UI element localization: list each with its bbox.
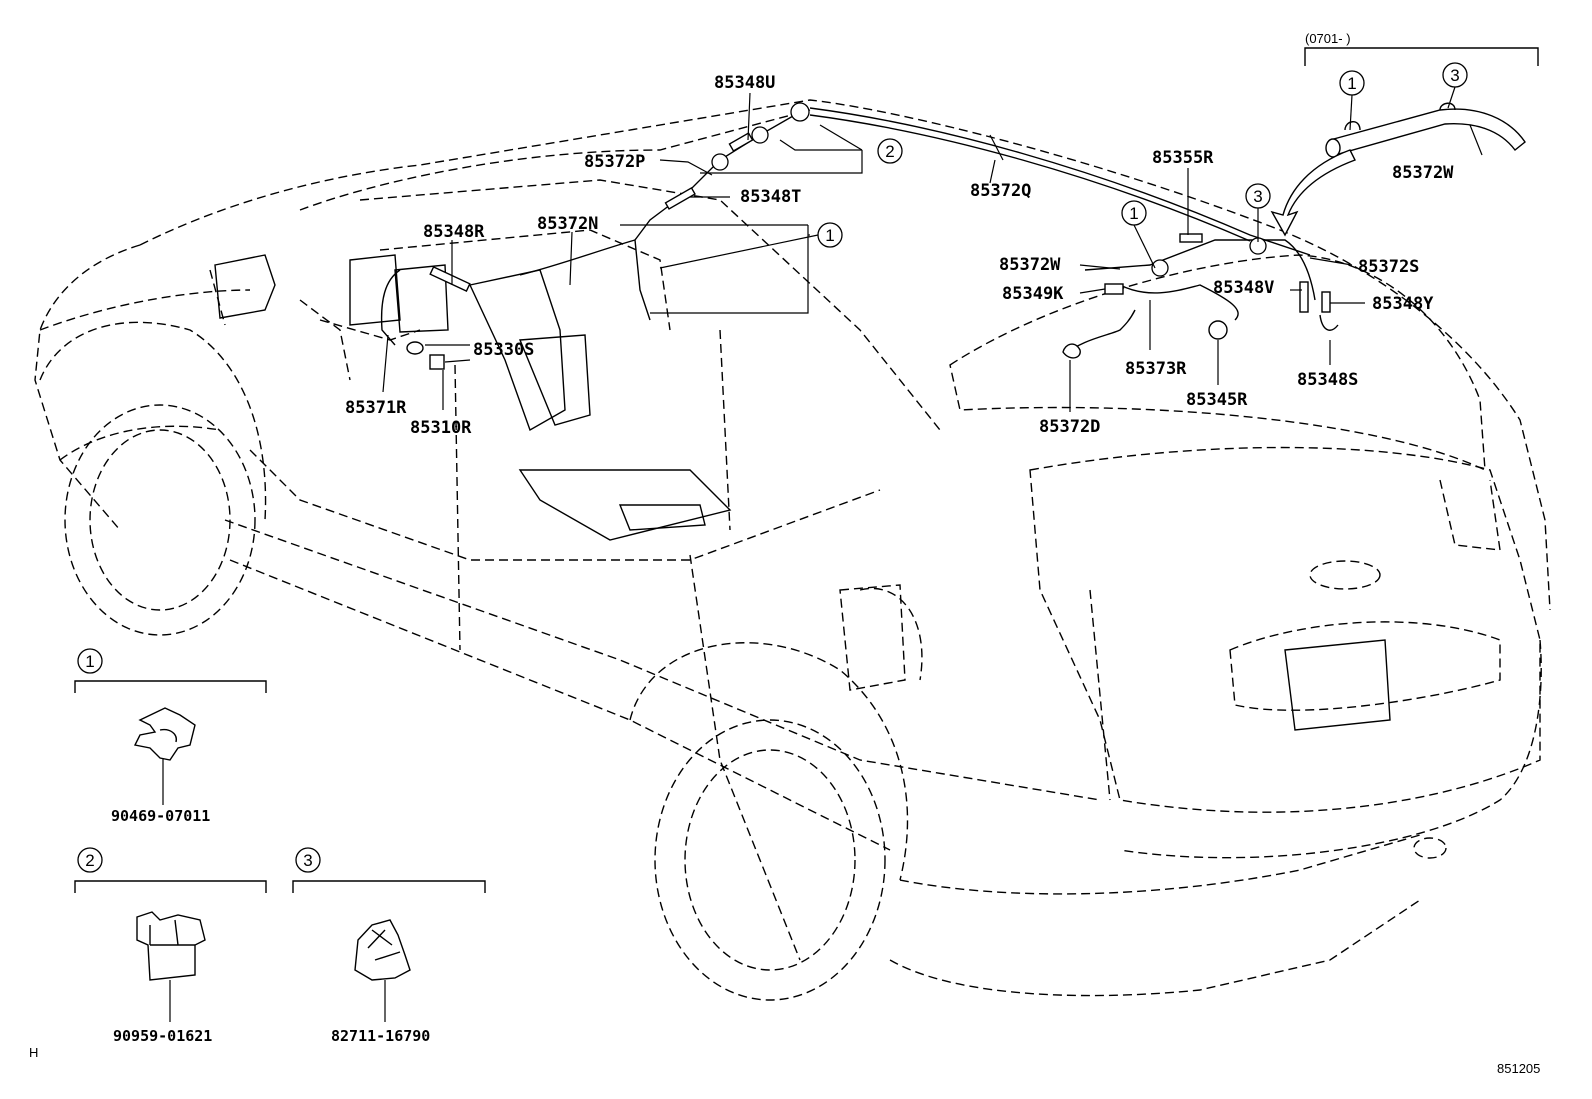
clamp-ring: [1151, 259, 1169, 277]
vehicle-outline: [34, 99, 1551, 1001]
inset-3-part-no: 82711-16790: [331, 1027, 430, 1045]
svg-text:1: 1: [825, 226, 834, 245]
label-85372W-detail: 85372W: [1392, 163, 1454, 183]
label-85348T: 85348T: [740, 187, 801, 207]
inset-2-callout: [77, 847, 103, 873]
label-85330S: 85330S: [473, 340, 534, 360]
svg-text:1: 1: [1129, 204, 1138, 223]
label-85372N: 85372N: [537, 214, 598, 234]
clip-90469-07011-icon: [133, 707, 196, 761]
label-85372S: 85372S: [1358, 257, 1419, 277]
label-85348Y: 85348Y: [1372, 294, 1434, 314]
harness-wires: [380, 107, 1316, 356]
svg-text:3: 3: [1253, 187, 1262, 206]
svg-text:3: 3: [303, 851, 312, 870]
part-number-labels: 85348U 85372P 85348T 85372Q 85348R 85372…: [345, 73, 1454, 438]
label-85372D: 85372D: [1039, 417, 1100, 437]
detail-arrow: [1270, 149, 1356, 237]
date-range-detail: (0701- ): [1270, 31, 1539, 237]
inset-3: 3 82711-16790: [292, 847, 486, 1045]
callout-3-rear: 3: [1245, 183, 1271, 209]
clamp-ring: [711, 153, 729, 171]
label-85371R: 85371R: [345, 398, 407, 418]
label-85373R: 85373R: [1125, 359, 1187, 379]
clip-detail-1: [1344, 121, 1361, 131]
label-85372Q: 85372Q: [970, 181, 1031, 201]
hose-end: [1325, 138, 1341, 158]
connector-85349k: [1104, 283, 1124, 295]
label-85348U: 85348U: [714, 73, 775, 93]
label-85372W: 85372W: [999, 255, 1061, 275]
clip-82711-16790-icon: [354, 919, 411, 981]
callout-1-rear: 1: [1121, 200, 1147, 226]
inset-1-callout: [77, 648, 103, 674]
corner-mark: H: [29, 1045, 38, 1060]
connector-85348t: [664, 186, 696, 210]
clamp-ring: [790, 102, 810, 122]
motor-85345r: [1208, 320, 1228, 340]
grommet-85372d: [1062, 343, 1081, 359]
date-range-text: (0701- ): [1305, 31, 1351, 46]
callout-1-detail: 1: [1339, 70, 1365, 96]
svg-text:1: 1: [1347, 74, 1356, 93]
connector-85348r: [429, 265, 471, 293]
callout-2-main: 2: [877, 138, 903, 164]
clip-detail-3: [1439, 102, 1456, 111]
tube-85348s: [1319, 314, 1339, 331]
leader-lines: [382, 86, 1483, 412]
inset-2: 2 90959-01621: [74, 847, 267, 1045]
clip-85348v: [1299, 281, 1309, 313]
svg-text:1: 1: [85, 652, 94, 671]
clip-85348y: [1321, 291, 1331, 313]
sensor-85310r: [429, 354, 445, 370]
connector-85355r: [1179, 233, 1203, 243]
label-85310R: 85310R: [410, 418, 472, 438]
callout-3-detail: 3: [1442, 62, 1468, 88]
label-85348S: 85348S: [1297, 370, 1358, 390]
clamp-ring: [751, 126, 769, 144]
label-85349K: 85349K: [1002, 284, 1064, 304]
connector-85348u: [728, 132, 754, 152]
hose-85372w-detail: [1329, 108, 1526, 156]
clamp-90959-01621-icon: [136, 911, 206, 981]
harness-parts: [406, 102, 1339, 370]
label-85372P: 85372P: [584, 152, 645, 172]
inset-1: 1 90469-07011: [74, 648, 267, 825]
grommet-85330s: [406, 341, 424, 355]
svg-text:2: 2: [885, 142, 894, 161]
figure-id: 851205: [1497, 1061, 1540, 1076]
svg-text:3: 3: [1450, 66, 1459, 85]
label-85355R: 85355R: [1152, 148, 1214, 168]
inset-2-part-no: 90959-01621: [113, 1027, 212, 1045]
label-85348R: 85348R: [423, 222, 485, 242]
inset-1-part-no: 90469-07011: [111, 807, 210, 825]
label-85348V: 85348V: [1213, 278, 1274, 298]
label-85345R: 85345R: [1186, 390, 1248, 410]
callout-markers: 2 1 1 3 1 3: [817, 62, 1468, 248]
svg-text:2: 2: [85, 851, 94, 870]
inset-3-callout: [295, 847, 321, 873]
callout-1-main: 1: [817, 222, 843, 248]
